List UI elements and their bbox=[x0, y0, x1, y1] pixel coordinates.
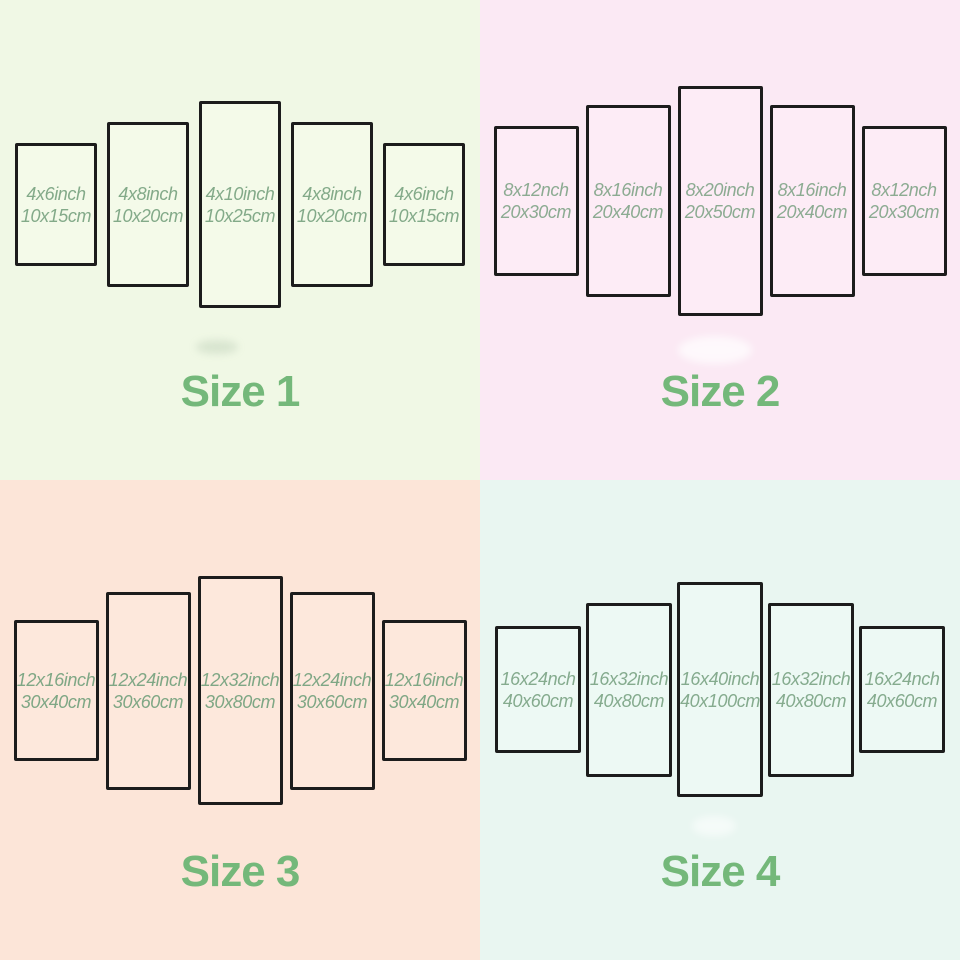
panel-size-inches: 16x24nch bbox=[500, 668, 576, 689]
panel-size-inches: 4x10inch bbox=[205, 183, 275, 204]
panel-size-inches: 4x6inch bbox=[26, 183, 86, 204]
panel-dimensions: 4x8inch 10x20cm bbox=[112, 183, 184, 227]
panel-dimensions: 4x8inch 10x20cm bbox=[296, 183, 368, 227]
panel-size-inches: 8x20inch bbox=[685, 180, 755, 200]
canvas-panel-5: 16x24nch 40x60cm bbox=[859, 626, 945, 753]
canvas-panel-2: 8x16inch 20x40cm bbox=[585, 105, 671, 297]
panel-size-inches: 8x12nch bbox=[503, 180, 569, 200]
panel-dimensions: 8x12nch 20x30cm bbox=[868, 179, 940, 223]
size-label: Size 4 bbox=[660, 847, 781, 896]
watermark-smudge bbox=[692, 816, 736, 836]
panel-size-cm: 10x15cm bbox=[388, 205, 460, 226]
quadrant-size-2: 8x12nch 20x30cm 8x16inch 20x40cm 8x20inc… bbox=[480, 0, 960, 480]
panel-dimensions: 8x16inch 20x40cm bbox=[592, 179, 664, 223]
panel-size-inches: 16x24nch bbox=[864, 668, 940, 689]
canvas-panel-4: 12x24inch 30x60cm bbox=[289, 591, 375, 790]
panel-dimensions: 4x6inch 10x15cm bbox=[388, 183, 460, 227]
panel-size-cm: 40x60cm bbox=[866, 690, 938, 711]
canvas-panel-2: 4x8inch 10x20cm bbox=[107, 122, 189, 287]
panel-size-cm: 20x40cm bbox=[776, 202, 848, 222]
canvas-panel-2: 16x32inch 40x80cm bbox=[586, 602, 672, 777]
panel-dimensions: 12x16inch 30x40cm bbox=[16, 669, 96, 713]
panel-size-inches: 4x8inch bbox=[118, 183, 178, 204]
panel-row: 12x16inch 30x40cm 12x24inch 30x60cm 12x3… bbox=[0, 576, 480, 805]
panel-size-cm: 40x60cm bbox=[502, 690, 574, 711]
panel-size-cm: 20x30cm bbox=[868, 202, 940, 222]
canvas-panel-5: 4x6inch 10x15cm bbox=[383, 143, 465, 266]
panel-row: 16x24nch 40x60cm 16x32inch 40x80cm 16x40… bbox=[480, 582, 960, 797]
canvas-panel-5: 12x16inch 30x40cm bbox=[381, 620, 467, 761]
canvas-panel-4: 8x16inch 20x40cm bbox=[769, 105, 855, 297]
panel-dimensions: 16x24nch 40x60cm bbox=[501, 668, 576, 712]
canvas-panel-3: 16x40inch 40x100cm bbox=[677, 582, 763, 797]
quadrant-size-1: 4x6inch 10x15cm 4x8inch 10x20cm 4x10inch… bbox=[0, 0, 480, 480]
panel-size-cm: 30x40cm bbox=[20, 691, 92, 712]
size-label: Size 1 bbox=[180, 367, 301, 416]
panel-size-inches: 8x16inch bbox=[777, 180, 847, 200]
canvas-panel-1: 12x16inch 30x40cm bbox=[13, 620, 99, 761]
panel-size-cm: 30x80cm bbox=[204, 691, 276, 712]
panel-size-inches: 12x32inch bbox=[200, 669, 280, 690]
panel-dimensions: 4x10inch 10x25cm bbox=[204, 183, 276, 227]
panel-size-inches: 4x8inch bbox=[302, 183, 362, 204]
panel-size-inches: 12x16inch bbox=[384, 669, 464, 690]
canvas-panel-3: 4x10inch 10x25cm bbox=[199, 101, 281, 308]
quadrant-size-3: 12x16inch 30x40cm 12x24inch 30x60cm 12x3… bbox=[0, 480, 480, 960]
panel-size-cm: 40x80cm bbox=[775, 690, 847, 711]
panel-size-inches: 12x24inch bbox=[292, 669, 372, 690]
panel-size-inches: 16x32inch bbox=[589, 668, 669, 689]
panel-dimensions: 12x16inch 30x40cm bbox=[384, 669, 464, 713]
panel-size-cm: 10x15cm bbox=[20, 205, 92, 226]
canvas-panel-5: 8x12nch 20x30cm bbox=[861, 126, 947, 276]
panel-size-inches: 12x24inch bbox=[108, 669, 188, 690]
panel-size-cm: 30x40cm bbox=[388, 691, 460, 712]
panel-size-inches: 8x16inch bbox=[593, 180, 663, 200]
panel-size-inches: 16x40inch bbox=[680, 668, 760, 689]
watermark-smudge bbox=[678, 336, 752, 364]
panel-row: 8x12nch 20x30cm 8x16inch 20x40cm 8x20inc… bbox=[480, 86, 960, 316]
panel-dimensions: 12x24inch 30x60cm bbox=[108, 669, 188, 713]
panel-dimensions: 16x40inch 40x100cm bbox=[680, 668, 760, 712]
panel-size-cm: 20x30cm bbox=[500, 202, 572, 222]
panel-size-inches: 4x6inch bbox=[394, 183, 454, 204]
panel-dimensions: 16x32inch 40x80cm bbox=[589, 668, 669, 712]
panel-size-cm: 40x100cm bbox=[680, 690, 760, 711]
panel-dimensions: 16x32inch 40x80cm bbox=[771, 668, 851, 712]
panel-size-cm: 30x60cm bbox=[296, 691, 368, 712]
canvas-panel-3: 12x32inch 30x80cm bbox=[197, 576, 283, 805]
panel-size-inches: 8x12nch bbox=[871, 180, 937, 200]
panel-dimensions: 16x24nch 40x60cm bbox=[865, 668, 940, 712]
canvas-panel-4: 4x8inch 10x20cm bbox=[291, 122, 373, 287]
quadrant-size-4: 16x24nch 40x60cm 16x32inch 40x80cm 16x40… bbox=[480, 480, 960, 960]
watermark-smudge bbox=[196, 340, 238, 354]
panel-dimensions: 4x6inch 10x15cm bbox=[20, 183, 92, 227]
panel-size-cm: 10x20cm bbox=[296, 205, 368, 226]
panel-size-cm: 10x25cm bbox=[204, 205, 276, 226]
canvas-panel-2: 12x24inch 30x60cm bbox=[105, 591, 191, 790]
panel-size-cm: 20x40cm bbox=[592, 202, 664, 222]
panel-dimensions: 8x16inch 20x40cm bbox=[776, 179, 848, 223]
canvas-panel-1: 16x24nch 40x60cm bbox=[495, 626, 581, 753]
canvas-panel-4: 16x32inch 40x80cm bbox=[768, 602, 854, 777]
size-label: Size 3 bbox=[180, 847, 301, 896]
panel-dimensions: 8x12nch 20x30cm bbox=[500, 179, 572, 223]
panel-size-inches: 12x16inch bbox=[16, 669, 96, 690]
panel-size-inches: 16x32inch bbox=[771, 668, 851, 689]
panel-dimensions: 12x32inch 30x80cm bbox=[200, 669, 280, 713]
panel-size-cm: 10x20cm bbox=[112, 205, 184, 226]
panel-size-cm: 20x50cm bbox=[684, 202, 756, 222]
panel-size-cm: 30x60cm bbox=[112, 691, 184, 712]
panel-row: 4x6inch 10x15cm 4x8inch 10x20cm 4x10inch… bbox=[0, 101, 480, 308]
size-label: Size 2 bbox=[660, 367, 781, 416]
panel-dimensions: 12x24inch 30x60cm bbox=[292, 669, 372, 713]
canvas-panel-1: 4x6inch 10x15cm bbox=[15, 143, 97, 266]
panel-dimensions: 8x20inch 20x50cm bbox=[684, 179, 756, 223]
panel-size-cm: 40x80cm bbox=[593, 690, 665, 711]
canvas-panel-3: 8x20inch 20x50cm bbox=[677, 86, 763, 316]
canvas-panel-1: 8x12nch 20x30cm bbox=[493, 126, 579, 276]
